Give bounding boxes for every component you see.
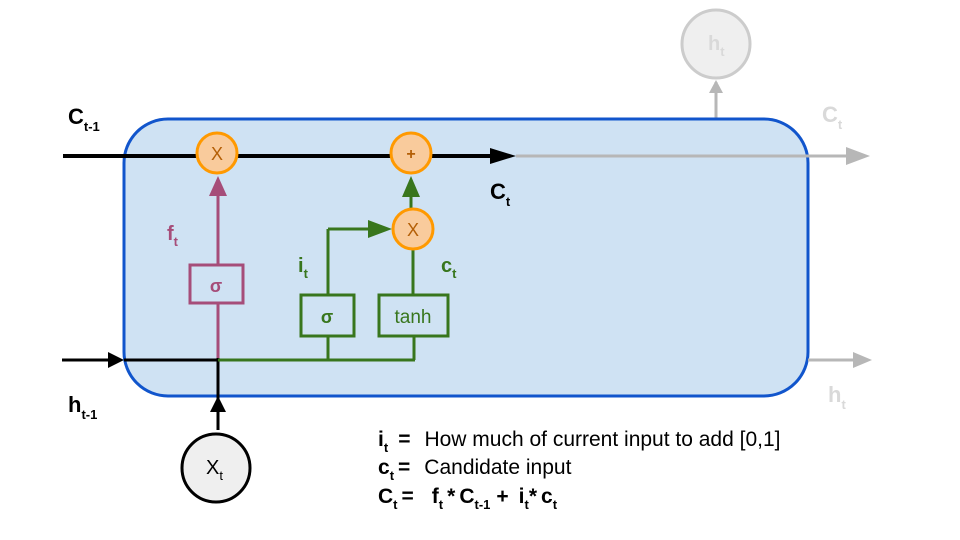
lstm-cell-box — [122, 117, 810, 398]
x-input-arrowhead — [210, 396, 226, 412]
cell-update-formula: Ct=ft*Ct-1+it*ct — [378, 485, 558, 512]
forget-multiply-symbol: X — [211, 144, 223, 164]
legend-row-c: ct=Candidate input — [378, 456, 572, 483]
input-multiply-symbol: X — [407, 220, 419, 240]
x-input-label: Xt — [206, 457, 223, 483]
i-gate-arrowhead — [368, 220, 392, 238]
forget-multiply-op: X — [195, 131, 239, 175]
h-output-node: ht — [680, 8, 752, 80]
h-up-arrowhead — [709, 80, 723, 93]
cell-state-arrowhead — [490, 148, 516, 164]
cell-state-faded-arrowhead — [846, 147, 870, 165]
forget-sigma-label: σ — [210, 276, 222, 296]
c-prev-label: Ct-1 — [68, 104, 100, 134]
c-out-faded-label: Ct — [822, 102, 843, 132]
cell-add-op: + — [389, 131, 433, 175]
x-input-node: Xt — [180, 432, 252, 504]
cell-add-symbol: + — [406, 146, 415, 163]
add-feed-arrowhead — [402, 176, 420, 197]
h-prev-arrowhead — [108, 352, 124, 368]
legend-row-i: it=How much of current input to add [0,1… — [378, 428, 780, 455]
h-prev-label: ht-1 — [68, 392, 97, 422]
h-out-faded-arrowhead — [853, 352, 872, 368]
c-out-label: Ct — [490, 179, 511, 209]
i-gate-label: it — [298, 255, 309, 281]
f-gate-label: ft — [167, 223, 179, 249]
input-multiply-op: X — [391, 207, 435, 251]
c-candidate-label: ct — [441, 255, 457, 281]
legend: it=How much of current input to add [0,1… — [378, 428, 780, 512]
forget-gate-arrowhead — [209, 176, 227, 196]
input-sigma-label: σ — [321, 307, 333, 327]
h-node-label: ht — [708, 33, 725, 59]
h-out-faded-label: ht — [828, 382, 846, 412]
forget-sigma-box — [188, 263, 245, 305]
tanh-label: tanh — [395, 307, 432, 328]
